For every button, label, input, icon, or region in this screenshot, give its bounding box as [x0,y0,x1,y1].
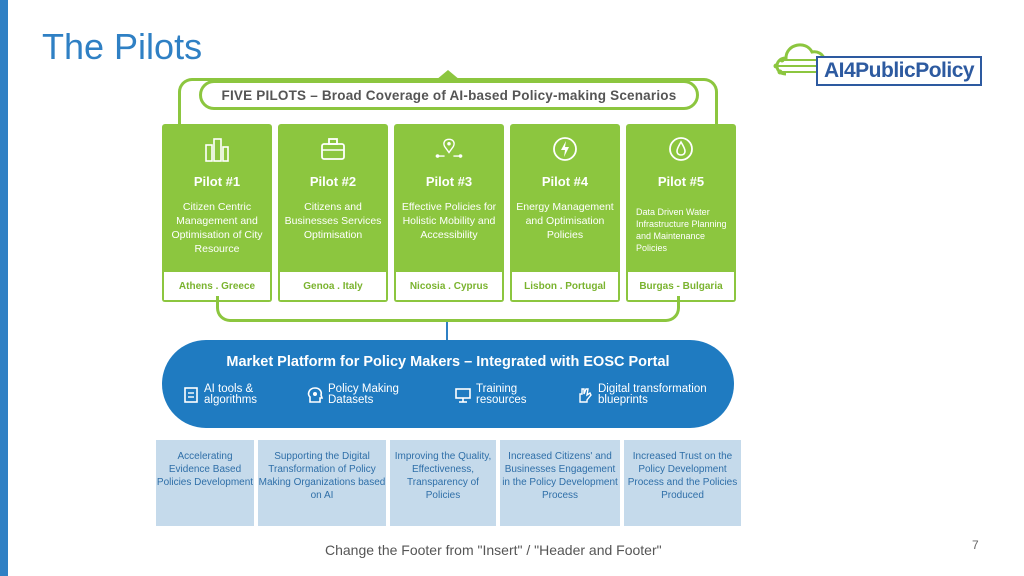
pilot-title: Pilot #2 [309,174,357,189]
benefit-box-5: Increased Trust on the Policy Developmen… [624,440,741,526]
blueprint-hand-icon [576,386,594,404]
pilot-card-4: Pilot #4 Energy Management and Optimisat… [510,124,620,302]
feature-label: Policy Making Datasets [328,383,399,406]
pilot-title: Pilot #4 [541,174,589,189]
benefit-text: Increased Citizens' and Businesses Engag… [502,451,618,501]
banner-tip [436,70,460,80]
slide-footer: Change the Footer from "Insert" / "Heade… [325,542,662,558]
pilots-figure: FIVE PILOTS – Broad Coverage of AI-based… [156,68,741,526]
feature-training: Training resources [454,383,527,406]
pilot-title: Pilot #3 [425,174,473,189]
pilot-card-1: Pilot #1 Citizen Centric Management and … [162,124,272,302]
feature-label: AI tools & algorithms [204,383,258,406]
feature-ai-tools: AI tools & algorithms [182,383,258,406]
pilot-title: Pilot #5 [657,174,705,189]
benefit-text: Increased Trust on the Policy Developmen… [627,451,738,501]
feature-datasets: Policy Making Datasets [306,383,399,406]
feature-label: Training resources [476,383,527,406]
pilot-card-3: Pilot #3 Effective Policies for Holistic… [394,124,504,302]
benefit-box-4: Increased Citizens' and Businesses Engag… [500,440,620,526]
water-drop-icon [666,134,696,164]
pilot-description: Energy Management and Optimisation Polic… [516,201,614,241]
ai-tools-icon [182,386,200,404]
pilot-description: Citizen Centric Management and Optimisat… [171,201,263,255]
briefcase-icon [318,134,348,164]
training-icon [454,386,472,404]
market-platform-banner: Market Platform for Policy Makers – Inte… [162,340,734,428]
feature-label: Digital transformation blueprints [598,383,707,406]
pilot-location: Lisbon . Portugal [510,272,620,302]
pilot-location: Genoa . Italy [278,272,388,302]
left-accent-bar [0,0,8,576]
benefit-text: Accelerating Evidence Based Policies Dev… [156,451,254,488]
logo-wordmark: AI4PublicPolicy [816,56,983,86]
benefit-box-1: Accelerating Evidence Based Policies Dev… [156,440,254,526]
pilots-bottom-bracket [216,296,680,322]
logo-text: AI4PublicPolicy [824,59,975,82]
slide-title: The Pilots [42,26,203,67]
pilot-card-2: Pilot #2 Citizens and Businesses Service… [278,124,388,302]
pilot-location: Nicosia . Cyprus [394,272,504,302]
datasets-head-icon [306,386,324,404]
pilot-card-5: Pilot #5 Data Driven Water Infrastructur… [626,124,736,302]
benefit-text: Supporting the Digital Transformation of… [258,451,386,501]
pilot-description: Citizens and Businesses Services Optimis… [284,201,382,241]
five-pilots-banner: FIVE PILOTS – Broad Coverage of AI-based… [199,80,699,110]
platform-title: Market Platform for Policy Makers – Inte… [226,354,670,370]
benefit-text: Improving the Quality, Effectiveness, Tr… [394,451,492,501]
mobility-pin-icon [434,134,464,164]
ai4publicpolicy-logo: AI4PublicPolicy [772,36,994,88]
pilot-description: Effective Policies for Holistic Mobility… [401,201,497,241]
banner-text: FIVE PILOTS – Broad Coverage of AI-based… [221,87,677,103]
benefit-box-3: Improving the Quality, Effectiveness, Tr… [390,440,496,526]
feature-blueprints: Digital transformation blueprints [576,383,707,406]
pilot-location: Burgas - Bulgaria [626,272,736,302]
energy-bolt-icon [550,134,580,164]
pilot-title: Pilot #1 [193,174,241,189]
benefit-box-2: Supporting the Digital Transformation of… [258,440,386,526]
city-buildings-icon [202,134,232,164]
pilot-description: Data Driven Water Infrastructure Plannin… [636,207,727,253]
connector-line [446,322,448,340]
page-number: 7 [972,538,979,552]
